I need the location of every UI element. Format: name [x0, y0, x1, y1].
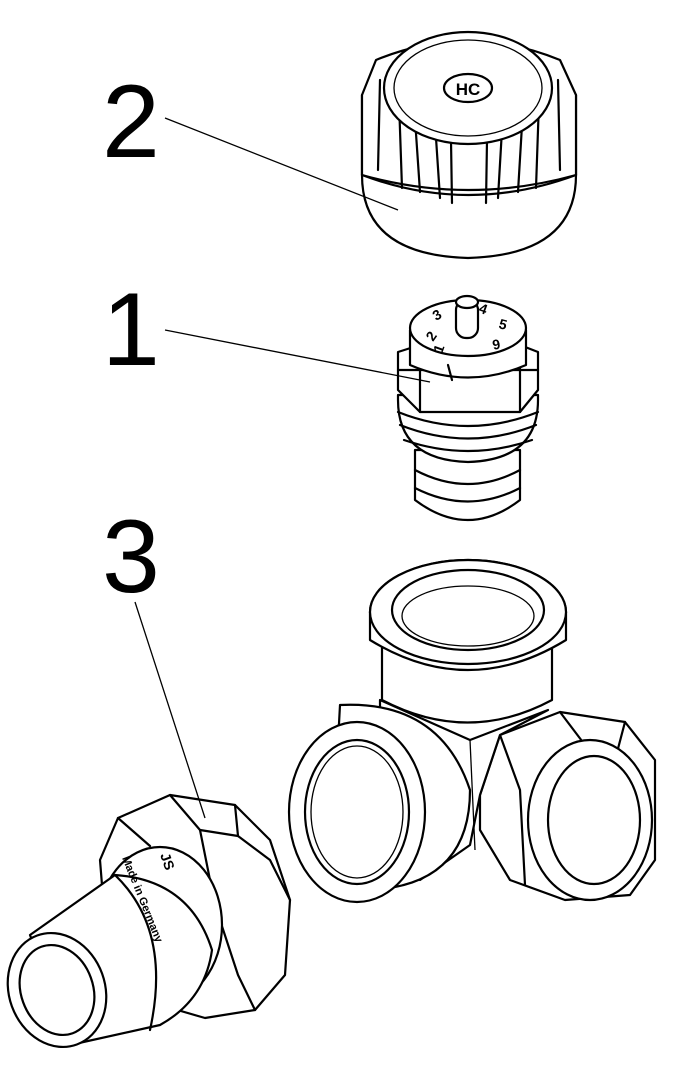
tailpiece-coupling: JS Made in Germany — [6, 793, 292, 1049]
valve-body — [287, 558, 657, 904]
leader-line-2 — [164, 117, 399, 211]
leader-line-1 — [164, 329, 431, 383]
leader-line-3 — [134, 601, 206, 819]
valve-insert: 1 2 3 4 5 6 — [396, 294, 540, 522]
protective-cap: HC — [360, 30, 578, 260]
leader-lines — [134, 117, 431, 819]
callout-1: 1 — [102, 272, 160, 388]
scale-number: 5 — [497, 315, 509, 333]
coupling-brand: JS — [157, 851, 178, 873]
callout-2: 2 — [102, 64, 160, 180]
callout-3: 3 — [102, 499, 160, 615]
scale-number: 6 — [491, 336, 502, 353]
cap-logo: HC — [456, 80, 481, 99]
